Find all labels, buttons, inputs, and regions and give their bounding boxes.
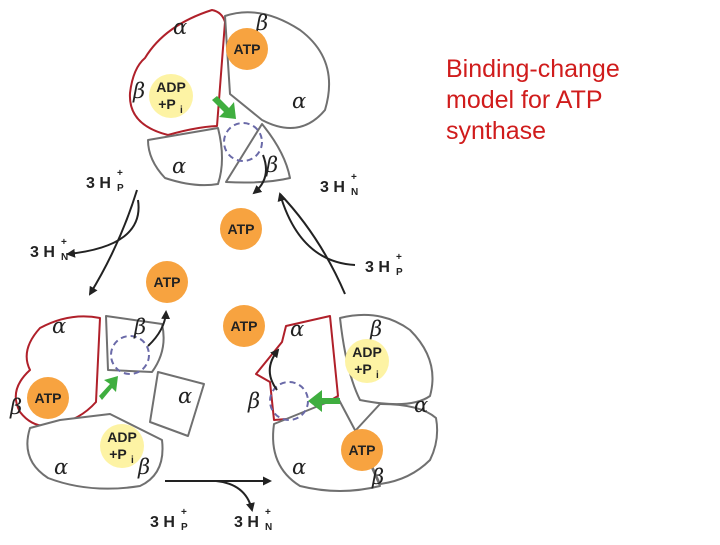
atp-molecule [226,28,268,70]
proton-flow-bottom: 3 H + P 3 H + N [150,476,272,533]
proton-charge: + [351,172,357,183]
adp-pi-molecule [345,339,389,383]
alpha-label: α [173,15,187,39]
atp-released [223,305,265,347]
alpha-label: α [172,154,186,178]
proton-charge: + [61,237,67,248]
curved-release-arrow-icon [252,154,267,195]
proton-flow-arrow-icon [215,480,255,512]
atp-label: ATP [349,442,376,458]
beta-label: β [9,395,22,419]
atp-label: ATP [228,221,255,237]
green-rotation-arrow-icon [308,390,340,412]
green-rotation-arrow-icon [212,96,236,119]
protons-n-side: 3 H [234,514,259,531]
proton-side-label: N [351,187,358,198]
atp-label: ATP [231,318,258,334]
proton-flow-arrow-icon [88,189,138,296]
atp-molecule [341,429,383,471]
beta-label: β [255,11,268,35]
atp-molecule [27,377,69,419]
alpha-subunit-right [149,371,205,437]
beta-label: β [265,153,278,177]
proton-charge: + [181,507,187,518]
beta-label: β [132,79,145,103]
gamma-subunit [110,335,150,375]
adp-label: ADP [107,429,137,445]
beta-label: β [133,315,146,339]
proton-side-label: N [61,252,68,263]
caption-line: synthase [446,117,547,145]
alpha-label: α [292,455,306,479]
alpha-label: α [52,314,66,338]
complex-bottom-right: α β β α α β ADP +P i ATP [247,313,439,492]
protons-n-side: 3 H [320,179,345,196]
curved-release-arrow-icon [147,310,171,347]
proton-side-label: P [396,267,403,278]
curved-release-arrow-icon [268,348,280,391]
protons-n-side: 3 H [30,244,55,261]
proton-side-label: P [181,522,188,533]
caption-line: model for ATP [446,86,603,114]
alpha-subunit-bottom [147,127,223,187]
pi-subscript: i [180,105,183,116]
green-rotation-arrow-icon [99,376,118,400]
gamma-subunit [223,122,263,162]
atp-label: ATP [234,41,261,57]
atp-released [220,208,262,250]
alpha-label: α [54,455,68,479]
protons-p-side: 3 H [150,514,175,531]
pi-subscript: i [376,370,379,381]
proton-side-label: N [265,522,272,533]
adp-pi-molecule [100,424,144,468]
pi-label: +P [109,446,127,462]
alpha-label: α [414,393,428,417]
proton-flow-left: 3 H + P 3 H + N [30,168,140,296]
beta-label: β [137,455,150,479]
protons-p-side: 3 H [86,175,111,192]
proton-flow-right: 3 H + N 3 H + P [277,172,403,295]
protons-p-side: 3 H [365,259,390,276]
atp-label: ATP [154,274,181,290]
complex-top: α β β α α β ATP ADP +P i [128,9,331,195]
adp-label: ADP [156,79,186,95]
alpha-label: α [178,384,192,408]
adp-label: ADP [352,344,382,360]
proton-flow-arrow-icon [279,193,346,295]
caption-line: Binding-change [446,55,620,83]
alpha-label: α [290,317,304,341]
complex-bottom-left: α β β α α β ATP ADP +P i [9,310,205,490]
atp-released [146,261,188,303]
beta-label: β [371,465,384,489]
pi-label: +P [158,96,176,112]
proton-charge: + [265,507,271,518]
proton-flow-arrow-icon [66,199,140,258]
proton-charge: + [396,252,402,263]
proton-charge: + [117,168,123,179]
atp-label: ATP [35,390,62,406]
adp-pi-molecule [149,74,193,118]
beta-label: β [247,389,260,413]
diagram-caption: Binding-change model for ATP synthase [446,54,706,147]
proton-flow-arrow-icon [277,192,356,266]
beta-label: β [369,317,382,341]
pi-label: +P [354,361,372,377]
proton-side-label: P [117,183,124,194]
pi-subscript: i [131,455,134,466]
alpha-label: α [292,89,306,113]
